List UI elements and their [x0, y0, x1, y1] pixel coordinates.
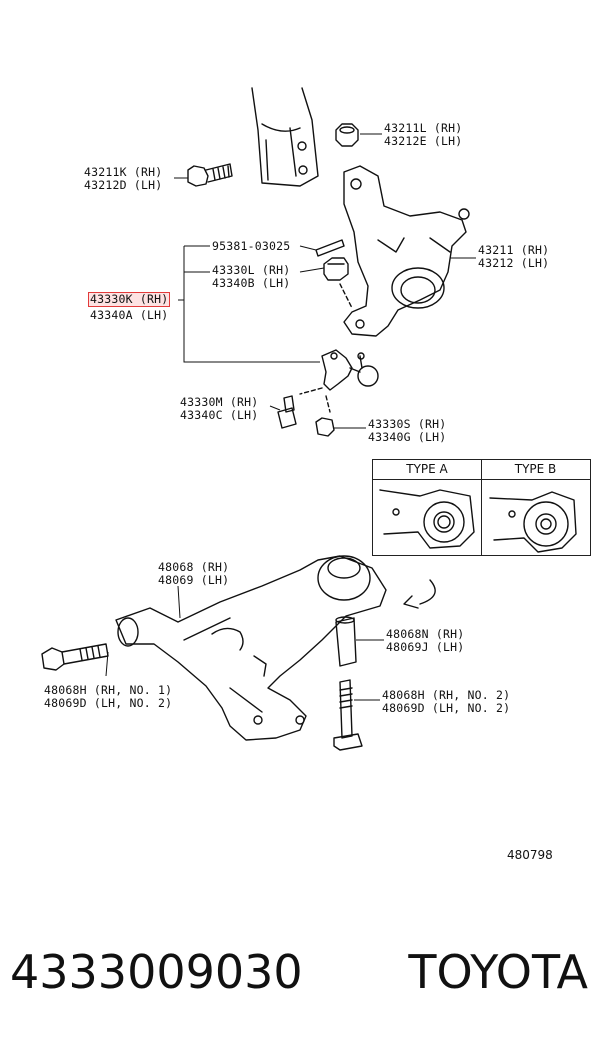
label-43212: 43212 (LH): [478, 256, 550, 270]
type-a-bushing-shape: [379, 489, 475, 549]
label-43330M: 43330M (RH): [180, 395, 259, 409]
label-48069D-left: 48069D (LH, NO. 2): [44, 696, 173, 710]
label-95381: 95381-03025: [212, 239, 291, 253]
label-43330L: 43330L (RH): [212, 263, 291, 277]
label-43340B: 43340B (LH): [212, 276, 291, 290]
part-number: 4333009030: [10, 945, 303, 999]
label-43212E: 43212E (LH): [384, 134, 463, 148]
label-48068H-right: 48068H (RH, NO. 2): [382, 688, 511, 702]
brand-name: TOYOTA: [408, 945, 588, 999]
lower-arm-shape: [115, 555, 387, 741]
label-43330K-highlighted[interactable]: 43330K (RH): [87, 292, 171, 307]
type-table: TYPE A TYPE B: [372, 459, 591, 556]
type-b-header: TYPE B: [481, 460, 590, 480]
label-48069: 48069 (LH): [158, 573, 230, 587]
ball-joint-shape: [321, 349, 379, 391]
footer-caption: 4333009030 TOYOTA: [0, 942, 600, 1012]
label-43211: 43211 (RH): [478, 243, 550, 257]
castle-nut-shape: [323, 257, 349, 281]
cotter-pin-shape: [315, 239, 345, 257]
label-48069J: 48069J (LH): [386, 640, 465, 654]
bolt-48068H-left-shape: [41, 643, 109, 671]
strut-shape: [251, 87, 319, 187]
label-48068N: 48068N (RH): [386, 627, 465, 641]
steering-knuckle-shape: [343, 165, 470, 337]
nut-43330S-shape: [315, 417, 335, 437]
label-43212D: 43212D (LH): [84, 178, 163, 192]
bolt-43211K-shape: [187, 163, 233, 187]
label-43211L: 43211L (RH): [384, 121, 463, 135]
nut-43211L-shape: [335, 123, 359, 147]
bolt-43330M-shape: [277, 395, 297, 429]
label-48068H-left: 48068H (RH, NO. 1): [44, 683, 173, 697]
label-48068: 48068 (RH): [158, 560, 230, 574]
type-b-bushing-shape: [489, 491, 577, 553]
diagram-code: 480798: [507, 848, 553, 862]
collar-shape: [335, 616, 357, 667]
label-43340C: 43340C (LH): [180, 408, 259, 422]
label-43340A: 43340A (LH): [90, 308, 169, 322]
bolt-48068H-right-shape: [333, 679, 363, 751]
type-table-divider: [481, 460, 482, 555]
type-a-header: TYPE A: [373, 460, 481, 480]
label-43330S: 43330S (RH): [368, 417, 447, 431]
label-48069D-right: 48069D (LH, NO. 2): [382, 701, 511, 715]
rotation-arrow-shape: [403, 579, 436, 609]
label-43340G: 43340G (LH): [368, 430, 447, 444]
label-43211K: 43211K (RH): [84, 165, 163, 179]
